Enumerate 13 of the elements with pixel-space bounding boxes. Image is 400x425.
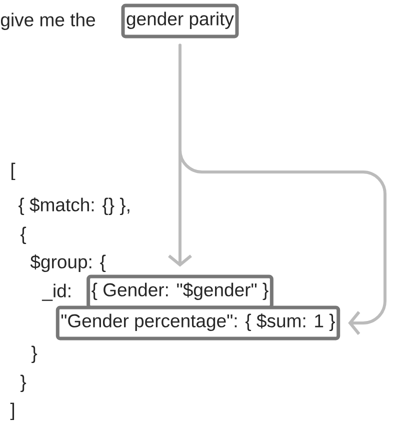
highlight-box: gender parity — [121, 4, 239, 38]
code-text: } — [20, 374, 26, 392]
code-text: { — [20, 226, 26, 244]
highlight-box: { Gender: "$gender" } — [86, 274, 274, 310]
code-text: ] — [10, 402, 14, 420]
code-text: { $match: {} }, — [18, 198, 130, 216]
code-text: give me the — [0, 12, 95, 30]
code-text: } — [32, 346, 38, 364]
arrow — [178, 44, 386, 335]
code-text: [ — [12, 162, 16, 180]
highlight-box: "Gender percentage": { $sum: 1 } — [56, 306, 340, 340]
code-text: _id: — [42, 284, 70, 301]
code-text: $group: { — [30, 254, 106, 272]
